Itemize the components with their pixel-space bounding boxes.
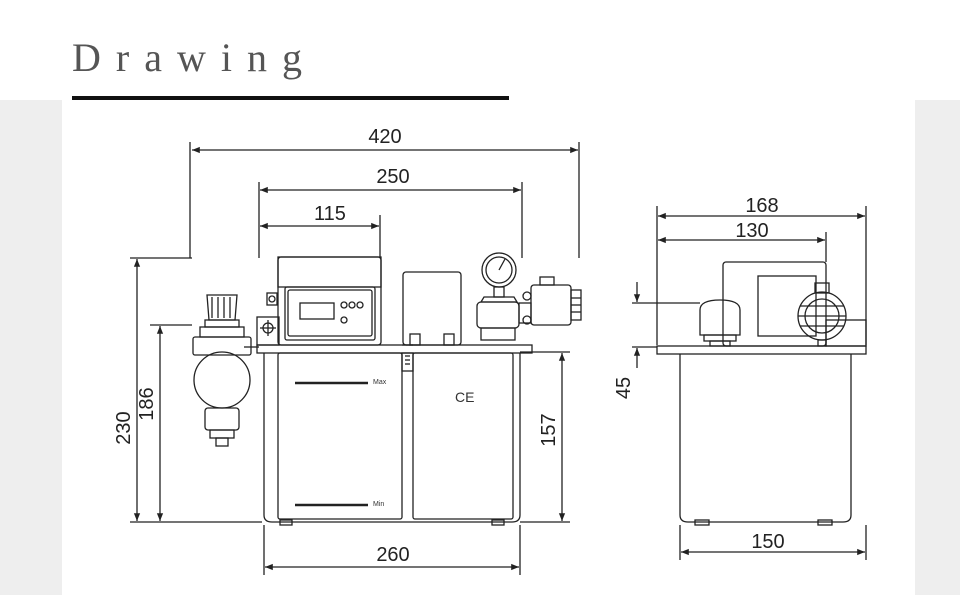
level-label-min: Min bbox=[373, 501, 384, 508]
ce-mark: CE bbox=[455, 389, 474, 405]
title-underline bbox=[72, 96, 509, 100]
drawing-panel bbox=[0, 100, 960, 595]
level-label-max: Max bbox=[373, 379, 387, 386]
dim-label-250: 250 bbox=[376, 166, 409, 188]
dim-label-115: 115 bbox=[314, 203, 346, 225]
dim-label-150: 150 bbox=[751, 531, 784, 553]
dim-label-420: 420 bbox=[368, 126, 401, 148]
dim-label-157: 157 bbox=[538, 413, 560, 446]
dim-label-45: 45 bbox=[613, 377, 635, 399]
dim-label-230: 230 bbox=[113, 411, 135, 444]
dim-label-130: 130 bbox=[735, 220, 768, 242]
drawing-canvas bbox=[62, 100, 915, 595]
dim-label-260: 260 bbox=[376, 544, 409, 566]
page-title: Drawing bbox=[72, 35, 317, 80]
dim-label-168: 168 bbox=[745, 195, 778, 217]
header: Drawing bbox=[0, 0, 960, 100]
dim-label-186: 186 bbox=[136, 387, 158, 420]
